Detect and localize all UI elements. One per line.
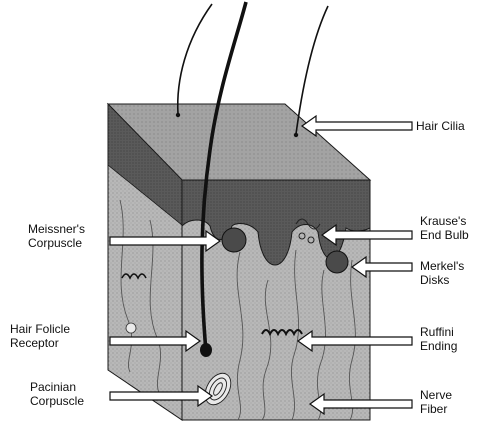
meissner-corpuscle xyxy=(222,228,246,252)
label-hair-follicle-receptor: Hair Folicle Receptor xyxy=(10,322,70,350)
arrow-hair-cilia xyxy=(302,116,412,136)
hair-pore-2 xyxy=(294,133,298,137)
hair-pore-1 xyxy=(176,113,180,117)
hair-follicle xyxy=(200,343,212,357)
arrow-merkel xyxy=(352,257,412,277)
label-ruffini-ending: Ruffini Ending xyxy=(420,325,457,353)
merkel-disks xyxy=(326,251,348,273)
label-pacinian-corpuscle: Pacinian Corpuscle xyxy=(30,380,84,408)
label-nerve-fiber: Nerve Fiber xyxy=(420,388,452,416)
side-corpuscle xyxy=(126,323,136,333)
label-krause-end-bulb: Krause's End Bulb xyxy=(420,214,469,242)
label-hair-cilia: Hair Cilia xyxy=(416,119,465,133)
label-meissner-corpuscle: Meissner's Corpuscle xyxy=(28,222,85,250)
label-merkel-disks: Merkel's Disks xyxy=(420,259,464,287)
